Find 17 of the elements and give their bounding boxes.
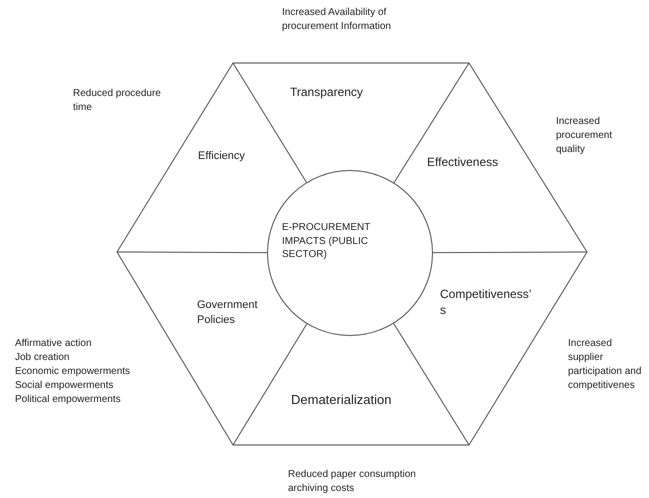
impact-note: Increased supplier participation and competitivenes [568,337,642,393]
impact-note: Economic empowerments [15,365,132,379]
segment-text: Dematerialization [291,391,421,409]
segment-text: Competitiveness’ s [440,286,540,318]
segment-text: Transparency [290,84,380,100]
circle-text: E-PROCUREMENT IMPACTS (PUBLIC SECTOR) [282,221,372,262]
impact-note: Political empowerments [15,393,122,407]
segment-text: Effectiveness [427,154,517,170]
impact-note: Affirmative action [15,337,93,351]
impact-note: Increased Availability of procurement Information [282,6,392,34]
impact-note: Job creation [15,351,70,365]
segment-text: Government Policies [197,298,272,328]
impact-note: Reduced procedure time [73,87,162,115]
segment-text: Efficiency [198,149,268,164]
impact-note: Reduced paper consumption archiving costs [288,468,417,496]
impact-note: Social empowerments [15,379,114,393]
impact-note: Increased procurement quality [556,115,614,157]
